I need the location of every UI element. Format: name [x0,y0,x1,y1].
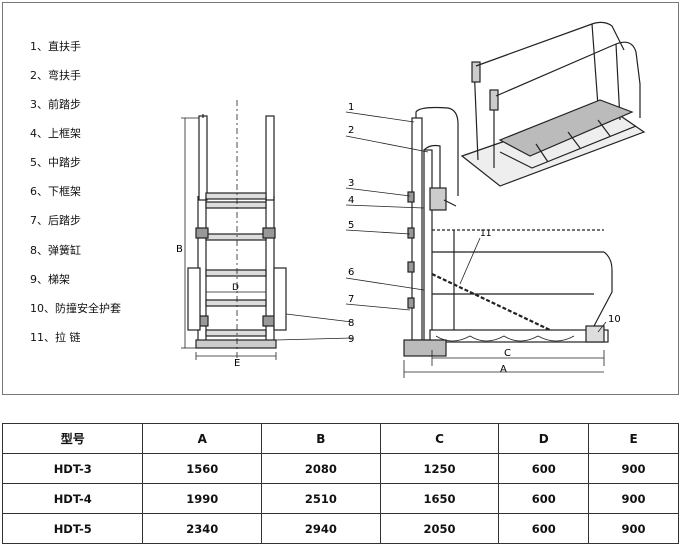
legend-item: 11、拉 链 [30,331,81,344]
side-leaders [345,111,607,333]
callout-5: 5 [348,220,354,231]
callout-1: 1 [348,102,354,113]
callout-10: 10 [608,314,621,325]
front-view-dimensions [181,117,277,360]
callout-11: 11 [480,229,491,239]
table-cell: 900 [588,453,679,484]
front-view [187,100,287,360]
table-cell: 600 [498,513,590,544]
dimension-label-a: A [500,364,507,375]
legend-item: 2、弯扶手 [30,69,81,82]
legend-item: 4、上框架 [30,127,81,140]
drawing-frame [2,2,679,395]
table-cell: 600 [498,453,590,484]
callout-7: 7 [348,294,354,305]
side-view-dimensions [403,350,605,378]
callout-4: 4 [348,195,354,206]
legend-item: 8、弹簧缸 [30,244,81,257]
side-view [403,106,613,357]
callout-2: 2 [348,125,354,136]
dimension-label-c: C [504,348,511,359]
table-cell: 600 [498,483,590,514]
table-cell: 1250 [379,453,500,484]
table-cell: 2340 [142,513,263,544]
table-cell: 2050 [379,513,500,544]
dimension-label-b: B [176,244,183,255]
callout-8: 8 [348,318,354,329]
legend-item: 9、梯架 [30,273,70,286]
legend-item: 3、前踏步 [30,98,81,111]
callout-3: 3 [348,178,354,189]
table-row: HDT-5 2340 2940 2050 600 900 [1,513,679,544]
callout-6: 6 [348,267,354,278]
table-cell: 1990 [142,483,263,514]
table-cell: 2080 [261,453,381,484]
legend-item: 10、防撞安全护套 [30,302,121,315]
spec-table: 型号 A B C D E HDT-3 1560 2080 1250 600 90… [1,423,679,544]
legend-item: 6、下框架 [30,185,81,198]
column-header: E [588,423,679,454]
table-cell: 2940 [261,513,381,544]
table-cell: HDT-5 [1,513,144,544]
table-cell: HDT-4 [1,483,144,514]
dimension-label-d: D [232,283,239,293]
column-header: D [498,423,590,454]
table-cell: 1650 [379,483,500,514]
table-cell: 2510 [261,483,381,514]
callout-9: 9 [348,334,354,345]
perspective-view [460,21,646,187]
table-cell: 900 [588,513,679,544]
legend-item: 5、中踏步 [30,156,81,169]
table-cell: HDT-3 [1,453,144,484]
table-row: HDT-4 1990 2510 1650 600 900 [1,483,679,514]
front-leaders [275,313,353,341]
column-header: C [379,423,500,454]
column-header: A [142,423,263,454]
legend-item: 1、直扶手 [30,40,81,53]
technical-drawing: B E D [176,21,646,378]
column-header: 型号 [1,423,144,454]
table-cell: 900 [588,483,679,514]
dimension-label-e: E [234,358,240,369]
column-header: B [261,423,381,454]
table-cell: 1560 [142,453,263,484]
table-row: HDT-3 1560 2080 1250 600 900 [1,453,679,484]
table-header-row: 型号 A B C D E [1,423,679,454]
legend-item: 7、后踏步 [30,214,81,227]
